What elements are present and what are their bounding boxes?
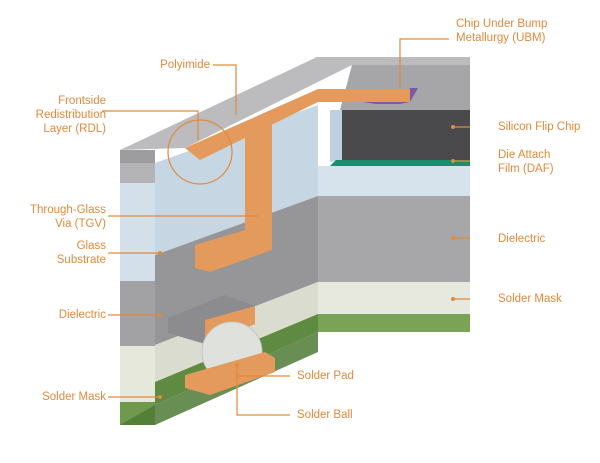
label-solder-mask-right-line1: Solder Mask [498, 293, 562, 305]
solder-pad [185, 352, 275, 395]
label-ubm-line2: Metallurgy (UBM) [456, 32, 546, 44]
right-glass-layer [318, 166, 470, 196]
label-polyimide: Polyimide [160, 58, 210, 72]
label-glass-line2: Substrate [56, 254, 106, 266]
label-dielectric-right: Dielectric [498, 232, 545, 246]
polyimide-top-face [120, 57, 470, 150]
front-top-face [120, 150, 155, 163]
leader-dots [158, 125, 455, 399]
label-solder-pad-line1: Solder Pad [297, 370, 354, 382]
label-rdl-line1: Frontside [58, 95, 106, 107]
label-daf: Die Attach Film (DAF) [498, 148, 554, 176]
label-glass-line1: Glass [76, 240, 106, 252]
label-daf-line2: Film (DAF) [498, 163, 554, 175]
label-solder-mask-left: Solder Mask [42, 390, 106, 404]
label-solder-mask-left-line1: Solder Mask [42, 391, 106, 403]
silicon-flip-chip [342, 110, 470, 160]
label-rdl-line3: Layer (RDL) [43, 123, 106, 135]
tgv-via [245, 122, 272, 258]
label-tgv: Through-Glass Via (TGV) [30, 203, 106, 231]
label-dielectric-left-line1: Dielectric [58, 309, 106, 321]
right-solder-mask-layer [318, 282, 470, 314]
label-rdl: Frontside Redistribution Layer (RDL) [36, 94, 106, 136]
front-polyimide [120, 163, 155, 183]
right-polyimide-layer [340, 65, 470, 110]
label-daf-line1: Die Attach [498, 149, 551, 161]
label-solder-pad: Solder Pad [297, 369, 354, 383]
label-tgv-line1: Through-Glass [29, 204, 106, 216]
label-ubm: Chip Under Bump Metallurgy (UBM) [456, 17, 547, 45]
front-dielectric [120, 281, 155, 346]
label-tgv-line2: Via (TGV) [55, 218, 106, 230]
rdl-highlight-ring [167, 119, 233, 185]
label-solder-mask-right: Solder Mask [498, 292, 562, 306]
label-solder-ball: Solder Ball [297, 408, 353, 422]
right-green-layer [318, 314, 470, 332]
label-ubm-line1: Chip Under Bump [456, 18, 548, 30]
silicon-chip-side [330, 110, 342, 162]
label-dielectric-right-line1: Dielectric [498, 233, 546, 245]
label-glass-substrate: Glass Substrate [57, 239, 106, 267]
label-dielectric-left: Dielectric [59, 308, 106, 322]
leader-lines [102, 38, 470, 416]
label-rdl-line2: Redistribution [35, 109, 106, 121]
right-dielectric-layer [318, 196, 470, 282]
label-polyimide-line1: Polyimide [160, 59, 210, 71]
label-silicon-line1: Silicon Flip Chip [498, 121, 581, 133]
front-solder-mask [120, 346, 155, 402]
label-silicon-flip-chip: Silicon Flip Chip [498, 120, 580, 134]
label-solder-ball-line1: Solder Ball [297, 409, 353, 421]
tgv-bottom-pad [195, 222, 272, 272]
rdl-trace [185, 89, 410, 160]
front-glass [120, 183, 155, 281]
glass-side-face [155, 105, 318, 255]
die-attach-film [330, 160, 470, 166]
